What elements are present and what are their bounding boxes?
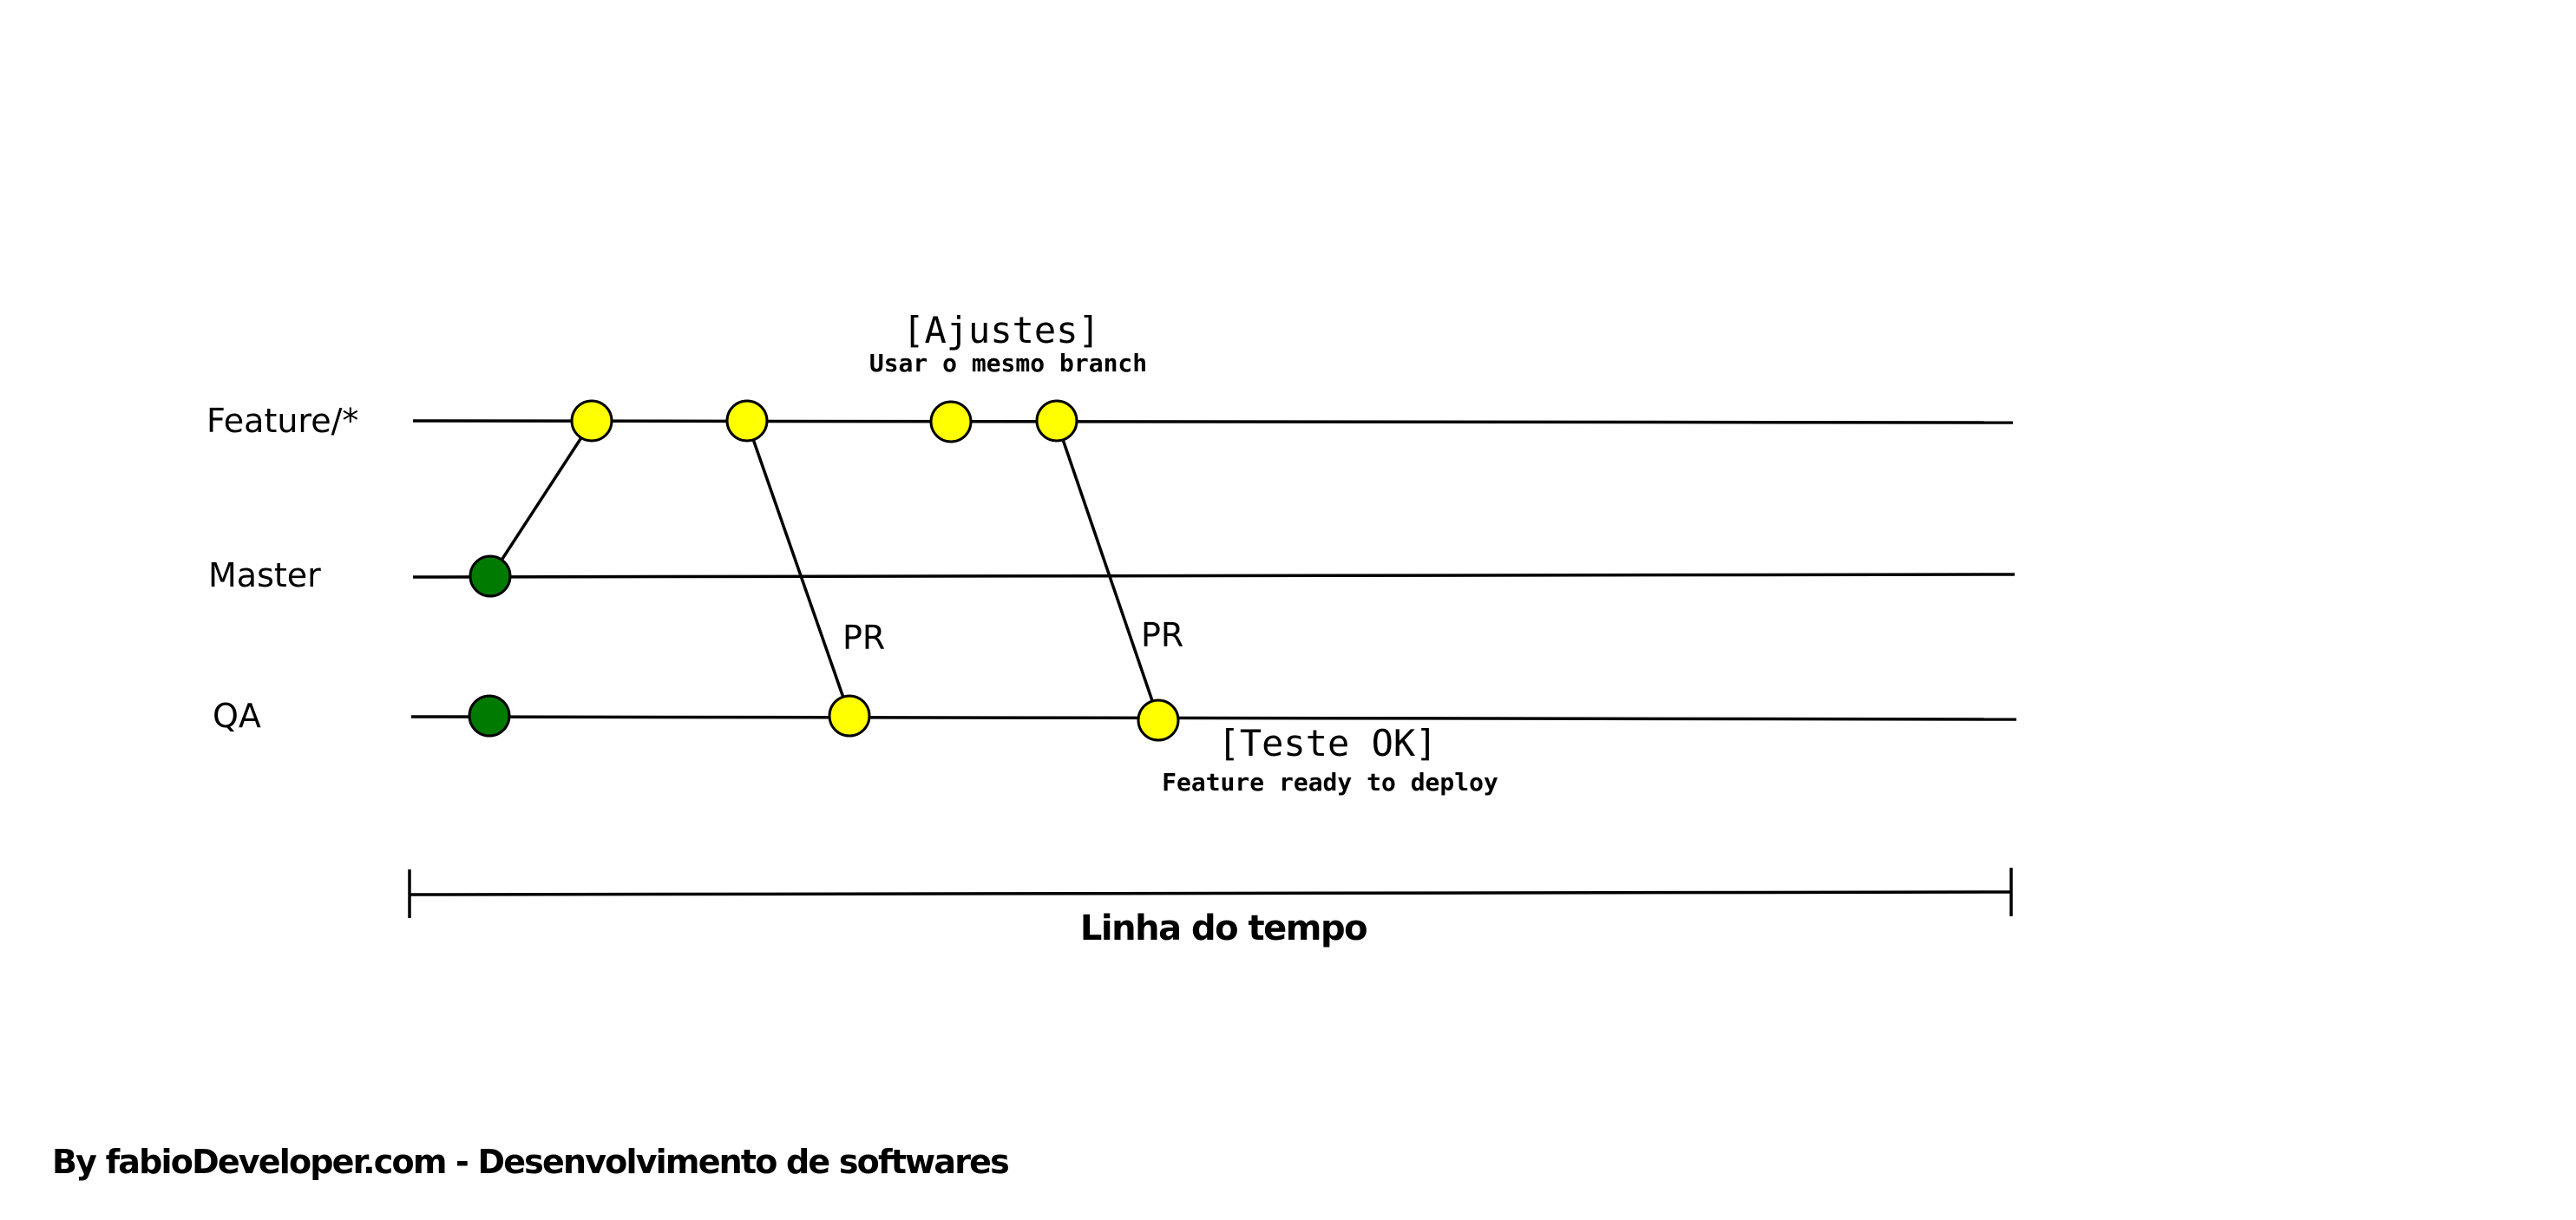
pr-label-second: PR [1141,616,1183,654]
note-ajustes-subtitle: Usar o mesmo branch [869,349,1147,377]
note-teste-title: [Teste OK] [1218,722,1438,764]
commit-qa-3 [1137,699,1180,742]
lane-line-feature [412,419,2014,424]
commit-feature-4 [1035,399,1078,443]
timeline-label: Linha do tempo [1080,908,1367,948]
commit-feature-2 [725,399,769,443]
commit-qa-1 [468,694,511,738]
commit-master-1 [469,554,512,598]
lane-line-master [412,573,2016,579]
lane-line-qa [410,715,2017,721]
branch-link-master-to-feature [489,421,593,577]
pr-link-second [1055,421,1160,719]
commit-feature-1 [570,399,613,443]
timeline-axis [409,890,2012,896]
note-ajustes-title: [Ajustes] [902,309,1100,351]
lane-label-master: Master [208,556,321,594]
footer-credit: By fabioDeveloper.com - Desenvolvimento … [52,1143,1008,1181]
pr-link-first [745,421,851,716]
note-teste-subtitle: Feature ready to deploy [1162,768,1498,797]
lane-label-qa: QA [213,697,261,735]
commit-qa-2 [828,694,871,738]
lane-label-feature: Feature/* [206,402,358,440]
pr-label-first: PR [842,619,885,657]
commit-feature-3 [929,400,973,443]
